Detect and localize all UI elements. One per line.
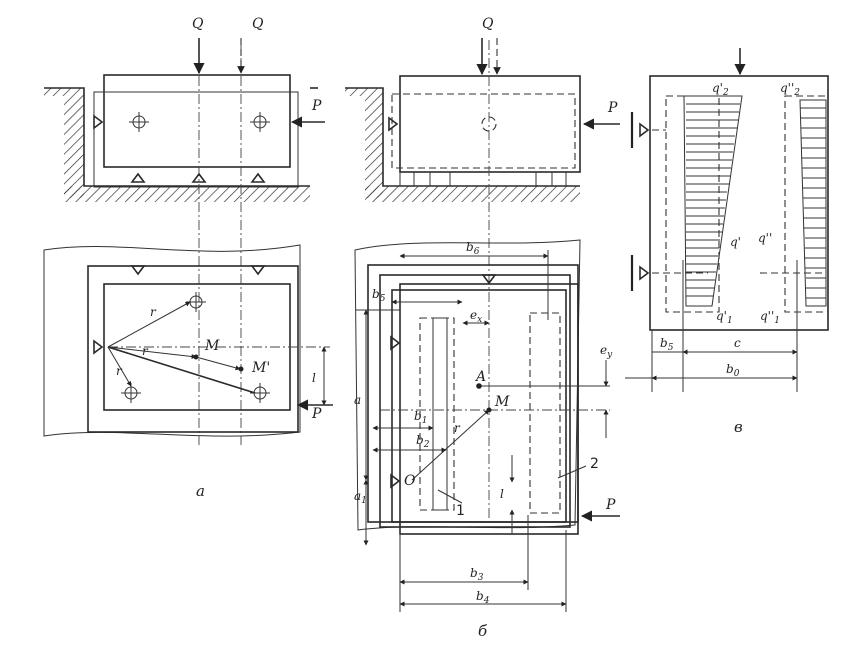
label-r1: r (150, 305, 157, 319)
label-A: A (474, 369, 486, 385)
label-Q-1: Q (192, 16, 204, 32)
label-l-a: l (312, 371, 316, 385)
label-r-b: r (454, 421, 461, 435)
pressure-left (683, 95, 743, 307)
fig-b-side-view (345, 38, 620, 520)
label-r2: r (142, 344, 149, 358)
label-q-prime: q' (730, 235, 741, 249)
label-e-x: ex (470, 308, 482, 325)
label-b6: b6 (466, 240, 480, 257)
label-b0: b0 (726, 362, 740, 379)
caption-v: в (734, 418, 743, 436)
label-q-double: q'' (758, 231, 772, 245)
label-b3: b3 (470, 566, 484, 583)
label-a: a (354, 393, 361, 407)
label-b2: b2 (416, 433, 430, 450)
label-c: c (734, 336, 741, 350)
label-M-b: M (494, 394, 510, 410)
label-b5-v: b5 (660, 336, 674, 353)
label-P-a-plan: P (311, 406, 322, 422)
label-Q-2: Q (252, 16, 264, 32)
caption-a: а (196, 482, 205, 500)
label-b1: b1 (414, 409, 427, 426)
label-P-b-top: P (607, 100, 618, 116)
fig-a-side-labels: Q Q P (192, 16, 322, 114)
fig-v-labels: q'2 q''2 q' q'' q'1 q''1 b5 c b0 в (660, 81, 800, 436)
label-q1-prime-top: q'2 (712, 81, 729, 98)
fig-a-plan-view (43, 244, 333, 437)
fig-a-side-view (44, 38, 325, 445)
label-P-a-top: P (311, 98, 322, 114)
fig-a-plan-labels: r r r M M' l P а (116, 305, 322, 500)
label-Q-b: Q (482, 16, 494, 32)
fig-b-side-labels: Q P (482, 16, 618, 116)
label-num-1: 1 (456, 503, 465, 519)
label-q1-double-bottom: q''1 (760, 309, 780, 326)
label-a1: a1 (354, 489, 367, 506)
label-P-b-plan: P (605, 497, 616, 513)
label-q1-prime-bottom: q'1 (716, 309, 733, 326)
label-l-b: l (500, 487, 504, 501)
pressure-right (799, 99, 827, 307)
fig-b-plan-labels: b6 b5 ex A M r b1 b2 a a1 O 1 2 ey l P b… (354, 240, 616, 640)
fig-v-diagram (625, 48, 829, 392)
label-M: M (204, 338, 220, 354)
label-e-y: ey (600, 343, 613, 360)
label-b5: b5 (372, 287, 386, 304)
label-num-2: 2 (590, 456, 599, 472)
fig-b-plan-view (354, 239, 620, 612)
label-b4: b4 (476, 589, 490, 606)
label-r3: r (116, 364, 123, 378)
label-O: O (404, 473, 416, 489)
label-q2-double-top: q''2 (780, 81, 800, 98)
label-M-prime: M' (251, 360, 270, 376)
caption-b: б (478, 622, 488, 640)
